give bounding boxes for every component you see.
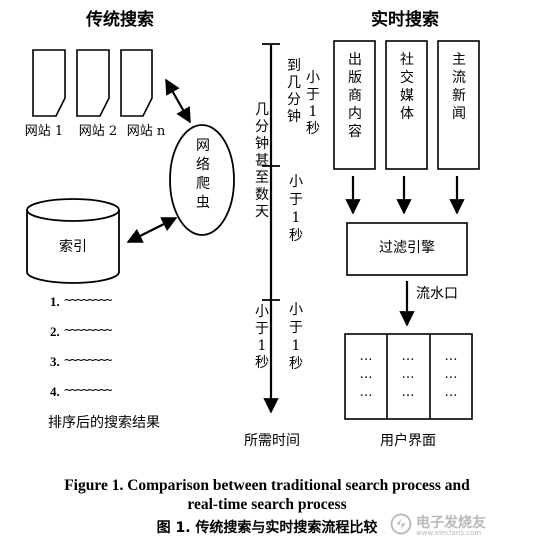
result-number-4: 4. (50, 384, 60, 399)
result-line-2: ~~~~~~~~ (64, 323, 113, 338)
result-number-1: 1. (50, 294, 60, 309)
crawler-index-arrow (126, 217, 178, 243)
website-2-label: 网站 2 (79, 124, 117, 139)
user-interface-label: 用户界面 (380, 432, 436, 449)
svg-text:…: … (445, 367, 458, 382)
pipeline-label: 流水口 (416, 286, 458, 302)
source-mainstream-news: 主流新闻 (452, 52, 466, 122)
svg-text:…: … (360, 367, 373, 382)
realtime-search-title: 实时搜索 (371, 9, 439, 30)
result-line-3: ~~~~~~~~ (64, 353, 113, 368)
source-publisher-content: 出版商内容 (348, 52, 362, 140)
caption-chinese: 图 1. 传统搜索与实时搜索流程比较 (156, 520, 378, 536)
watermark-logo: 电子发烧友 www.elecfans.com (390, 510, 520, 538)
traditional-search-title: 传统搜索 (85, 9, 154, 30)
crawler-ellipse (169, 124, 235, 236)
website-n-document-icon (120, 49, 153, 117)
crawler-label: 网络爬虫 (196, 138, 210, 211)
svg-text:…: … (402, 385, 415, 400)
right-time-segment-1-cont: 到几分钟 (287, 58, 301, 125)
source-box-news (437, 40, 480, 170)
website-1-label: 网站 1 (25, 124, 63, 139)
left-time-long: 几分钟甚至数天 (255, 102, 269, 220)
filter-engine-label: 过滤引擎 (379, 240, 435, 256)
svg-text:…: … (402, 367, 415, 382)
result-number-2: 2. (50, 324, 60, 339)
website-2-document-icon (76, 49, 110, 117)
source-social-media: 社交媒体 (400, 52, 414, 122)
source-box-social (385, 40, 428, 170)
time-axis-label: 所需时间 (244, 433, 300, 449)
svg-text:…: … (445, 349, 458, 364)
index-database-icon (26, 198, 120, 284)
svg-text:网络爬虫: 网络爬虫 (196, 138, 210, 211)
svg-text:…: … (402, 349, 415, 364)
website-n-label: 网站 n (127, 124, 166, 139)
watermark-brand: 电子发烧友 (416, 515, 486, 531)
result-number-3: 3. (50, 354, 60, 369)
search-comparison-diagram: 传统搜索 网站 1 网站 2 网站 n 网络爬虫 索引 1. 2. 3. 4. … (25, 9, 480, 449)
user-interface-box (344, 333, 473, 420)
watermark-site: www.elecfans.com (416, 529, 482, 537)
ui-cell-2: … … … (402, 349, 415, 400)
svg-text:…: … (360, 349, 373, 364)
caption-english-line-2: real-time search process (187, 496, 347, 513)
ranked-results-label: 排序后的搜索结果 (48, 414, 160, 431)
ui-cell-1: … … … (360, 349, 373, 400)
index-label: 索引 (59, 238, 87, 255)
website-1-document-icon (32, 49, 66, 117)
source-box-publisher (333, 40, 376, 170)
filter-engine-box (346, 222, 468, 276)
svg-text:…: … (445, 385, 458, 400)
caption-english-line-1: Figure 1. Comparison between traditional… (64, 477, 470, 494)
ui-cell-3: … … … (445, 349, 458, 400)
crawler-website-arrow (165, 78, 191, 124)
result-line-1: ~~~~~~~~ (64, 293, 113, 308)
svg-text:…: … (360, 385, 373, 400)
result-line-4: ~~~~~~~~ (64, 383, 113, 398)
watermark-icon (390, 513, 412, 535)
